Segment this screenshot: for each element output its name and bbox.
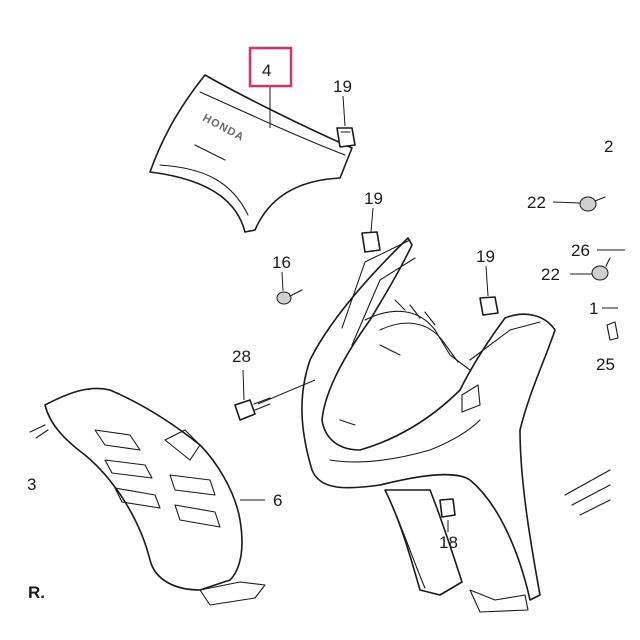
front-cover-assembly[interactable] xyxy=(301,237,556,613)
bolt-22-top[interactable] xyxy=(579,196,606,212)
part-25-fragment[interactable] xyxy=(606,321,619,341)
part-4-highlight-box xyxy=(248,46,293,88)
screw-16[interactable] xyxy=(276,289,303,305)
clip-19-middle[interactable] xyxy=(361,231,381,253)
edge-mark: R. xyxy=(28,583,45,602)
callout-part-22-bottom[interactable]: 22 xyxy=(541,265,560,284)
clip-19-top[interactable] xyxy=(336,127,356,148)
leader-lines xyxy=(240,87,625,532)
callout-part-1[interactable]: 1 xyxy=(589,299,598,318)
callout-part-22-top[interactable]: 22 xyxy=(527,193,546,212)
callout-part-28[interactable]: 28 xyxy=(232,347,251,366)
bolt-28[interactable] xyxy=(234,397,271,421)
callout-part-19-top[interactable]: 19 xyxy=(333,77,352,96)
callout-part-18[interactable]: 18 xyxy=(439,533,458,552)
right-edge-fragment xyxy=(564,469,611,516)
clip-18[interactable] xyxy=(439,498,456,518)
callout-part-4[interactable]: 4 xyxy=(262,61,271,80)
callout-part-26[interactable]: 26 xyxy=(571,241,590,260)
part-6-side-panel[interactable] xyxy=(29,387,266,606)
bolt-22-bottom[interactable] xyxy=(591,257,611,281)
callout-part-25[interactable]: 25 xyxy=(596,355,615,374)
callout-part-19-right[interactable]: 19 xyxy=(476,247,495,266)
callout-part-6[interactable]: 6 xyxy=(273,491,282,510)
callout-part-16[interactable]: 16 xyxy=(272,253,291,272)
callout-part-19-middle[interactable]: 19 xyxy=(364,189,383,208)
callout-part-2[interactable]: 2 xyxy=(604,137,613,156)
clip-19-right[interactable] xyxy=(479,296,499,316)
callout-part-3[interactable]: 3 xyxy=(27,475,36,494)
part-4-emblem-panel[interactable]: HONDA xyxy=(149,74,353,233)
